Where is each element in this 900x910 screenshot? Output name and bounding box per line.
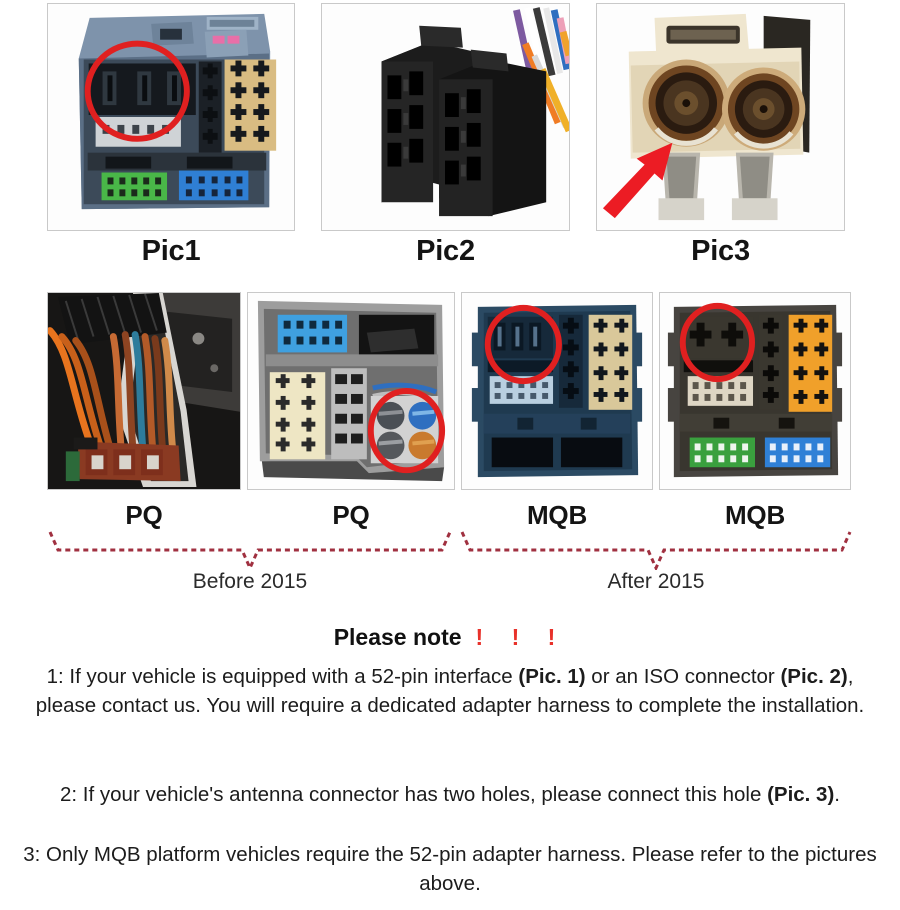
caption-pic3: Pic3	[691, 235, 750, 267]
photo-panel-pq-loom	[47, 292, 241, 490]
please-note-heading: Please note ! ! !	[0, 624, 900, 651]
caption-pic1: Pic1	[141, 235, 201, 267]
note-2: 2: If your vehicle's antenna connector h…	[0, 780, 900, 809]
caption-pq-backshell: PQ	[332, 500, 370, 530]
note-text: .	[834, 783, 840, 806]
photo-panel-pic3	[596, 3, 845, 231]
caption-pic2: Pic2	[416, 235, 475, 267]
highlight-circle-icon	[367, 388, 446, 474]
note-text: , please contact us. You will require a …	[35, 665, 865, 717]
pq-backshell-illustration	[248, 293, 454, 489]
photo-panel-pic2	[321, 3, 570, 231]
brace-before-2015	[44, 528, 456, 570]
highlight-circle-icon	[84, 40, 190, 142]
photo-panel-mqb-blue	[461, 292, 653, 490]
pic1-illustration	[48, 4, 294, 230]
please-note-text: Please note	[333, 624, 462, 650]
highlight-circle-icon	[679, 302, 755, 383]
caption-mqb-blue: MQB	[526, 500, 588, 530]
brace-left-shape	[48, 531, 452, 570]
brace-label-after-2015: After 2015	[607, 570, 705, 593]
photo-panel-pq-backshell	[247, 292, 455, 490]
photo-panel-mqb-black	[659, 292, 851, 490]
photo-panel-pic1	[47, 3, 295, 231]
highlight-circle-icon	[484, 304, 562, 385]
note-emphasis: (Pic. 2)	[780, 665, 848, 688]
exclamation-marks-icon: ! ! !	[475, 624, 567, 650]
pic2-illustration	[322, 4, 569, 230]
note-text: or an ISO connector	[585, 665, 781, 688]
mqb-blue-illustration	[462, 293, 652, 489]
note-1: 1: If your vehicle is equipped with a 52…	[0, 662, 900, 720]
note-3: 3: Only MQB platform vehicles require th…	[0, 840, 900, 898]
pq-loom-illustration	[48, 293, 240, 489]
pointer-arrow-icon	[602, 142, 673, 219]
note-text: 2: If your vehicle's antenna connector h…	[60, 783, 768, 806]
brace-label-before-2015: Before 2015	[192, 570, 308, 593]
pic3-illustration	[597, 4, 844, 230]
mqb-black-illustration	[660, 293, 850, 489]
brace-right-shape	[460, 531, 852, 570]
note-emphasis: (Pic. 1)	[518, 665, 586, 688]
note-emphasis: (Pic. 3)	[767, 783, 835, 806]
brace-after-2015	[456, 528, 856, 570]
caption-mqb-black: MQB	[724, 500, 786, 530]
note-text: 1: If your vehicle is equipped with a 52…	[46, 665, 519, 688]
note-text: 3: Only MQB platform vehicles require th…	[23, 843, 877, 895]
caption-pq-loom: PQ	[125, 500, 163, 530]
